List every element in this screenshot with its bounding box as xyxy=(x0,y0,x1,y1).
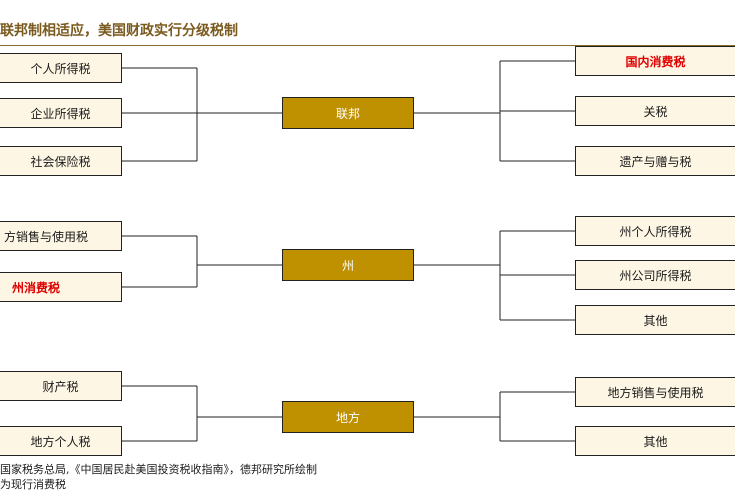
local-left-tax-1: 财产税 xyxy=(0,371,122,401)
state-left-tax-1: 方销售与使用税 xyxy=(0,221,122,251)
state-left-tax-2: 州消费税 xyxy=(0,272,122,302)
federal-left-tax-2: 企业所得税 xyxy=(0,98,122,128)
footnote-source: 国家税务总局,《中国居民赴美国投资税收指南》，德邦研究所绘制 xyxy=(0,463,317,476)
local-right-tax-2: 其他 xyxy=(575,426,735,456)
local-right-tax-1: 地方销售与使用税 xyxy=(575,377,735,407)
page-title: 联邦制相适应，美国财政实行分级税制 xyxy=(0,23,238,39)
state-right-tax-2: 州公司所得税 xyxy=(575,260,735,290)
federal-right-tax-1: 国内消费税 xyxy=(575,46,735,76)
state-hub: 州 xyxy=(282,249,414,281)
federal-left-tax-1: 个人所得税 xyxy=(0,53,122,83)
local-left-tax-2: 地方个人税 xyxy=(0,426,122,456)
federal-right-tax-2: 关税 xyxy=(575,96,735,126)
footnote-note: 为现行消费税 xyxy=(0,478,66,491)
federal-right-tax-3: 遗产与赠与税 xyxy=(575,146,735,176)
local-hub: 地方 xyxy=(282,401,414,433)
state-right-tax-1: 州个人所得税 xyxy=(575,216,735,246)
federal-left-tax-3: 社会保险税 xyxy=(0,146,122,176)
title-rule xyxy=(0,45,735,46)
state-right-tax-3: 其他 xyxy=(575,305,735,335)
federal-hub: 联邦 xyxy=(282,97,414,129)
